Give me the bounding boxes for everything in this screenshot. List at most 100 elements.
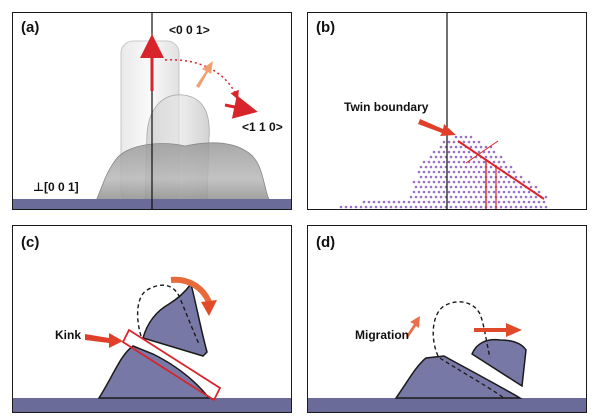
atom-dot (529, 205, 533, 209)
rotation-arrowhead (201, 300, 217, 316)
atom-dot (474, 205, 478, 209)
atom-dot (517, 200, 521, 204)
atom-dot (462, 200, 466, 204)
atom-dot (432, 180, 436, 184)
upper-rotated-shape (142, 282, 208, 357)
atom-dot (417, 190, 421, 194)
atom-dot (382, 200, 386, 204)
atom-dot (464, 155, 468, 159)
atom-dot (457, 170, 461, 174)
atom-dot (467, 180, 471, 184)
atom-dot (497, 160, 501, 164)
atom-dot (477, 200, 481, 204)
atom-dot (372, 200, 376, 204)
atom-dot (454, 205, 458, 209)
atom-dot (432, 170, 436, 174)
atom-dot (499, 195, 503, 199)
twin-boundary-arrow (418, 119, 456, 136)
kink-arrow (85, 333, 123, 348)
panel-b: (b) Twin boundary (307, 12, 587, 210)
panel-a-drawing (13, 13, 291, 209)
atom-dot (512, 200, 516, 204)
atom-dot (459, 195, 463, 199)
atom-dot (524, 205, 528, 209)
atom-dot (439, 175, 443, 179)
atom-dot (469, 145, 473, 149)
atom-dot (429, 175, 433, 179)
atom-dot (439, 195, 443, 199)
atom-dot (439, 165, 443, 169)
atom-dot (469, 135, 473, 139)
atom-dot (469, 195, 473, 199)
atom-dot (427, 180, 431, 184)
atom-dot (497, 190, 501, 194)
atom-dot (364, 205, 368, 209)
panel-c-drawing (13, 276, 291, 412)
atom-dot (424, 195, 428, 199)
atom-dot (467, 170, 471, 174)
atom-dot (422, 180, 426, 184)
atom-dot (339, 205, 343, 209)
atom-dot (479, 165, 483, 169)
atom-dot (489, 155, 493, 159)
direction-110-label: <1 1 0> (242, 120, 283, 134)
atom-dot (474, 175, 478, 179)
atom-dot (527, 180, 531, 184)
panel-b-drawing (339, 13, 548, 209)
atom-dot (484, 145, 488, 149)
atom-dot (459, 135, 463, 139)
atom-dot (509, 185, 513, 189)
atom-dot (399, 205, 403, 209)
atom-dot (409, 205, 413, 209)
atom-dot (404, 205, 408, 209)
atom-dot (469, 155, 473, 159)
atom-dot (447, 200, 451, 204)
atom-dot (367, 200, 371, 204)
atom-dot (474, 145, 478, 149)
panel-d-label: (d) (316, 234, 336, 251)
atom-dot (452, 160, 456, 164)
atom-dot (419, 185, 423, 189)
atom-dot (504, 185, 508, 189)
atom-dot (504, 175, 508, 179)
atom-dot (502, 180, 506, 184)
atom-dot (452, 170, 456, 174)
atom-dot (492, 180, 496, 184)
atom-dot (424, 185, 428, 189)
atom-dot (414, 195, 418, 199)
atom-dot (479, 175, 483, 179)
atom-dot (412, 190, 416, 194)
atom-dot (392, 200, 396, 204)
atom-dot (377, 200, 381, 204)
atom-dot (487, 200, 491, 204)
atom-dot (489, 165, 493, 169)
atom-dot (479, 205, 483, 209)
atom-dot (482, 200, 486, 204)
atom-dot (472, 170, 476, 174)
atom-dot (464, 175, 468, 179)
atom-dot (449, 185, 453, 189)
atom-dot (467, 200, 471, 204)
atom-dot (429, 205, 433, 209)
atom-dot (462, 180, 466, 184)
atom-dot (447, 160, 451, 164)
atom-dot (479, 185, 483, 189)
atom-dot (429, 155, 433, 159)
twin-boundary-line (457, 140, 545, 200)
atom-dot (499, 155, 503, 159)
atom-dot (464, 165, 468, 169)
atom-dot (422, 170, 426, 174)
panel-c-label: (c) (21, 234, 40, 251)
atom-dot (489, 205, 493, 209)
atom-dot (442, 140, 446, 144)
atom-dot (462, 140, 466, 144)
atom-dot (432, 200, 436, 204)
atom-dot (454, 175, 458, 179)
migrated-piece-shape (471, 338, 527, 388)
atom-dot (442, 170, 446, 174)
atom-dot (477, 180, 481, 184)
atom-dot (457, 200, 461, 204)
atom-dot (407, 200, 411, 204)
atom-dot (489, 175, 493, 179)
atom-dot (499, 165, 503, 169)
